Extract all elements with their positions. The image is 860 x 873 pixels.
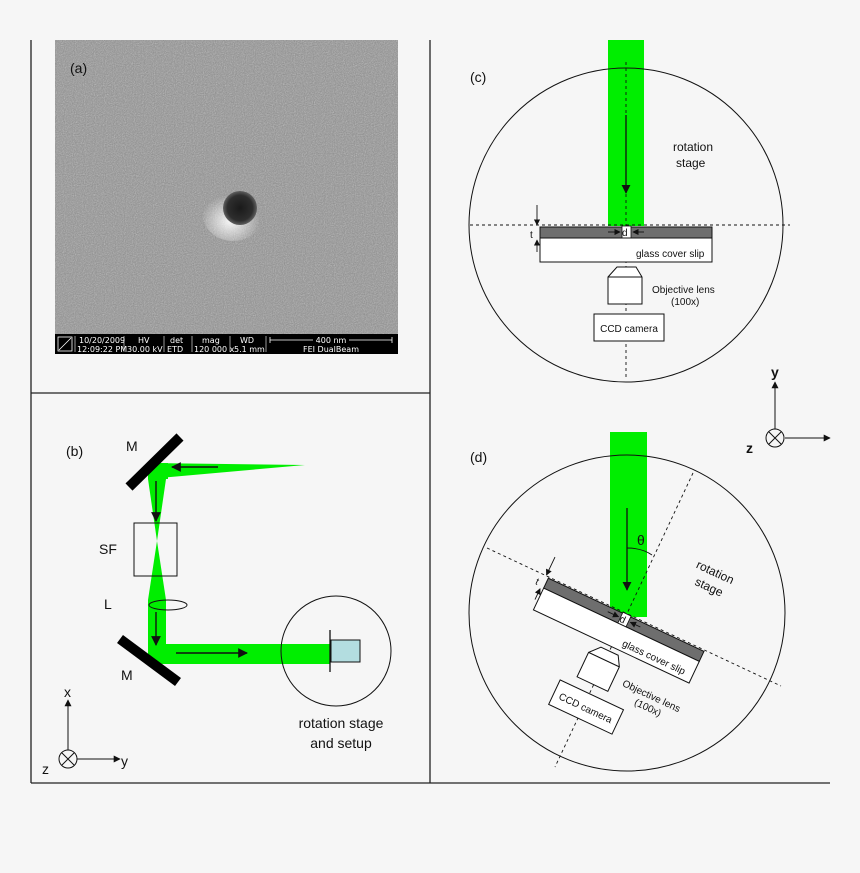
ccd-camera-c <box>593 313 665 342</box>
axis-y-label-cd: y <box>771 364 779 380</box>
objective-lens-c <box>607 266 643 305</box>
lens-label: L <box>104 596 112 612</box>
mirror-bottom <box>117 634 181 687</box>
lens <box>148 599 188 611</box>
z-axis-symbol-b <box>58 749 78 769</box>
panel-label-a: (a) <box>70 60 87 76</box>
panel-label-b: (b) <box>66 443 83 459</box>
panel-b: (b) M M SF L rotation stage and setup <box>42 433 392 777</box>
angle-arc-d <box>626 547 653 556</box>
glass-cover-slip-d <box>532 587 700 684</box>
spatial-filter <box>133 522 178 577</box>
beam-direction-arrows <box>151 462 248 658</box>
stage-label-b-line2: and setup <box>310 735 372 751</box>
objective-label-c-line2: (100x) <box>671 297 699 308</box>
panel-a: (a) 10/20/2009 12:09:22 PM HV 30.00 kV d… <box>55 40 398 354</box>
z-axis-symbol-cd <box>765 428 785 448</box>
fei-logo <box>57 336 73 352</box>
axes-b: x y z <box>42 684 128 777</box>
panel-label-d: (d) <box>470 449 487 465</box>
objective-label-c-line1: Objective lens <box>652 285 715 296</box>
thickness-label-c: t <box>530 230 533 241</box>
sem-det-value: ETD <box>167 345 183 354</box>
sem-mag-label: mag <box>202 336 220 345</box>
axis-tilted-horizontal-d <box>486 547 782 687</box>
tilted-sample-d: glass cover slip t d Objective lens (100… <box>532 556 705 735</box>
mirror-top <box>125 433 184 491</box>
figure-frame <box>30 40 830 784</box>
sem-hv-label: HV <box>138 336 150 345</box>
angle-label-d: θ <box>637 532 645 548</box>
spatial-filter-label: SF <box>99 541 117 557</box>
sem-time: 12:09:22 PM <box>77 345 127 354</box>
glass-cover-slip-c <box>539 237 713 263</box>
camera-small <box>330 639 361 663</box>
panel-label-c: (c) <box>470 69 486 85</box>
axis-z-label-b: z <box>42 761 49 777</box>
diameter-label-d: d <box>617 614 627 626</box>
nanohole <box>223 191 257 225</box>
sem-wd-value: 5.1 mm <box>234 345 265 354</box>
cover-slip-label-c: glass cover slip <box>636 249 705 260</box>
axis-y-label-b: y <box>121 753 128 769</box>
sem-info-bar: 10/20/2009 12:09:22 PM HV 30.00 kV det E… <box>55 334 398 354</box>
sem-noise <box>55 40 398 334</box>
ccd-camera-d <box>547 679 625 735</box>
axis-x-label-b: x <box>64 684 71 700</box>
objective-lens-d <box>576 646 620 692</box>
stage-label-b-line1: rotation stage <box>299 715 384 731</box>
sem-det-label: det <box>170 336 183 345</box>
rotation-stage-small <box>280 595 392 707</box>
laser-beam-d <box>610 432 647 617</box>
thickness-label-d: t <box>533 577 540 588</box>
axes-cd: y z <box>746 364 831 456</box>
stage-label-c-line1: rotation <box>673 140 713 154</box>
mirror-label-bottom: M <box>121 667 133 683</box>
panel-d: (d) θ glass cover slip t d Objective len… <box>468 432 786 772</box>
sem-mag-value: 120 000 x <box>194 345 235 354</box>
diameter-label-c: d <box>622 228 628 239</box>
sem-date: 10/20/2009 <box>79 336 125 345</box>
laser-beam-path <box>148 463 330 664</box>
mirror-label-top: M <box>126 438 138 454</box>
stage-label-c-line2: stage <box>676 156 706 170</box>
sem-instrument: FEI DualBeam <box>303 345 359 354</box>
sem-wd-label: WD <box>240 336 254 345</box>
sem-scale-label: 400 nm <box>316 336 347 345</box>
axis-z-label-cd: z <box>746 440 753 456</box>
rotation-stage-d <box>468 454 786 772</box>
sem-hv-value: 30.00 kV <box>127 345 163 354</box>
camera-label-c: CCD camera <box>600 324 658 335</box>
panel-c: (c) glass cover slip t d Objective lens … <box>468 40 790 383</box>
